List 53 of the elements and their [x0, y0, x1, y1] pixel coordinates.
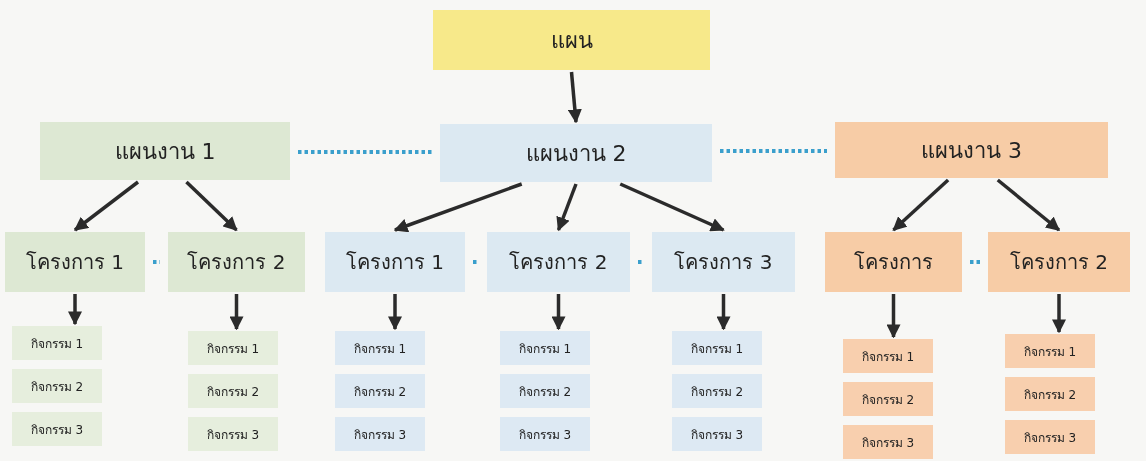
title-box: แผน — [433, 10, 710, 70]
arrow — [68, 294, 82, 326]
dotted-connector — [298, 150, 432, 154]
activity-box: กิจกรรม 1 — [500, 331, 590, 365]
activity-box: กิจกรรม 3 — [1005, 420, 1095, 454]
arrow — [716, 294, 731, 331]
arrow — [73, 180, 140, 232]
activity-box: กิจกรรม 2 — [188, 374, 278, 408]
activity-box: กิจกรรม 2 — [1005, 377, 1095, 411]
dotted-connector — [720, 149, 827, 153]
project-box: โครงการ — [825, 232, 962, 292]
activity-box: กิจกรรม 1 — [672, 331, 762, 365]
arrow — [185, 180, 238, 232]
activity-box: กิจกรรม 3 — [672, 417, 762, 451]
arrow — [619, 182, 725, 232]
project-box: โครงการ 2 — [988, 232, 1130, 292]
dotted-connector — [473, 260, 479, 264]
activity-box: กิจกรรม 2 — [12, 369, 102, 403]
activity-box: กิจกรรม 3 — [335, 417, 425, 451]
activity-box: กิจกรรม 2 — [843, 382, 933, 416]
activity-box: กิจกรรม 1 — [335, 331, 425, 365]
arrow — [1052, 294, 1066, 334]
arrow — [892, 178, 950, 232]
plan-box: แผนงาน 1 — [40, 122, 290, 180]
arrow — [229, 294, 244, 331]
project-box: โครงการ 1 — [325, 232, 465, 292]
dotted-connector — [638, 260, 644, 264]
arrow — [551, 294, 566, 331]
arrow — [556, 183, 578, 232]
plan-box: แผนงาน 2 — [440, 124, 712, 182]
arrow — [393, 182, 523, 233]
activity-box: กิจกรรม 3 — [188, 417, 278, 451]
activity-box: กิจกรรม 2 — [500, 374, 590, 408]
activity-box: กิจกรรม 2 — [335, 374, 425, 408]
activity-box: กิจกรรม 3 — [12, 412, 102, 446]
dotted-connector — [153, 260, 160, 264]
arrow — [388, 294, 402, 331]
arrow — [886, 294, 901, 339]
project-box: โครงการ 2 — [487, 232, 630, 292]
project-box: โครงการ 2 — [168, 232, 305, 292]
activity-box: กิจกรรม 1 — [843, 339, 933, 373]
project-box: โครงการ 3 — [652, 232, 795, 292]
arrow — [567, 71, 582, 124]
activity-box: กิจกรรม 1 — [1005, 334, 1095, 368]
activity-box: กิจกรรม 1 — [188, 331, 278, 365]
dotted-connector — [970, 260, 980, 264]
project-box: โครงการ 1 — [5, 232, 145, 292]
plan-box: แผนงาน 3 — [835, 122, 1108, 178]
activity-box: กิจกรรม 2 — [672, 374, 762, 408]
activity-box: กิจกรรม 3 — [843, 425, 933, 459]
arrow — [996, 178, 1061, 232]
activity-box: กิจกรรม 3 — [500, 417, 590, 451]
activity-box: กิจกรรม 1 — [12, 326, 102, 360]
